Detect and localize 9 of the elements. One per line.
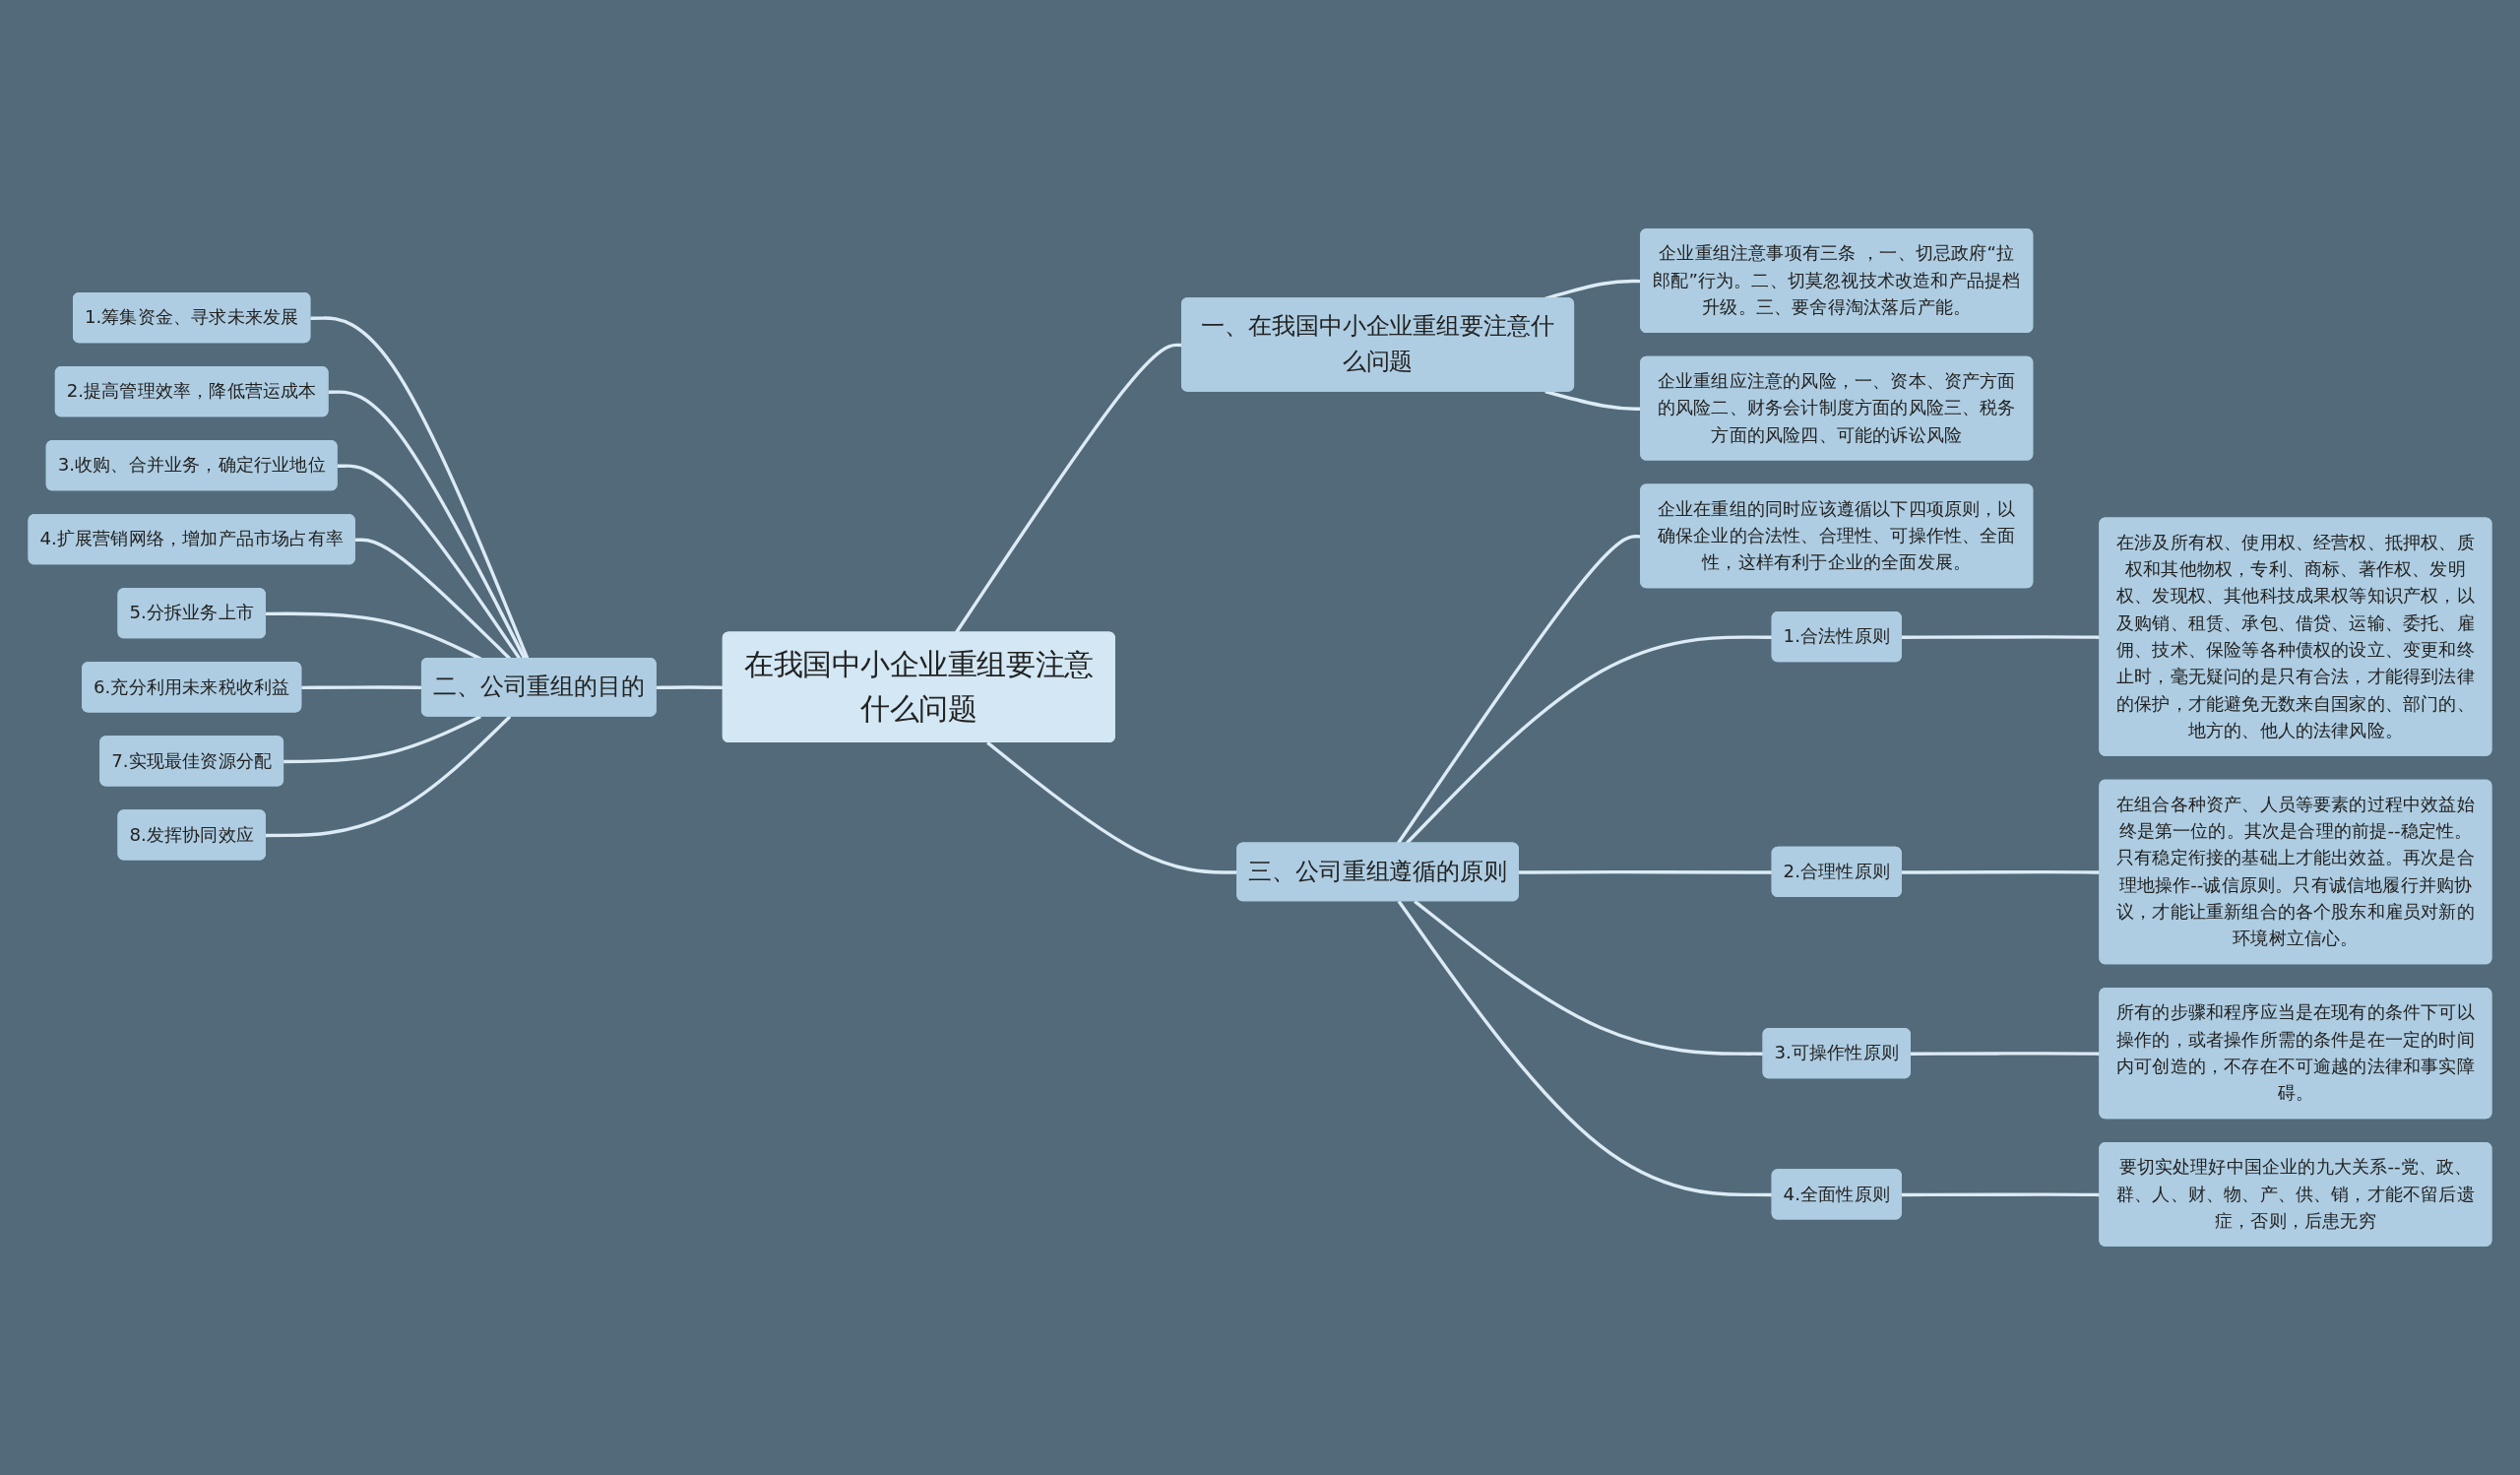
- connector: [1518, 869, 1773, 874]
- connector: [328, 390, 527, 660]
- connector: [1405, 635, 1773, 845]
- connector: [265, 715, 512, 838]
- connector: [656, 685, 724, 690]
- connector: [1397, 900, 1773, 1197]
- connector: [284, 715, 481, 764]
- connector: [1414, 899, 1764, 1056]
- connector: [310, 316, 530, 660]
